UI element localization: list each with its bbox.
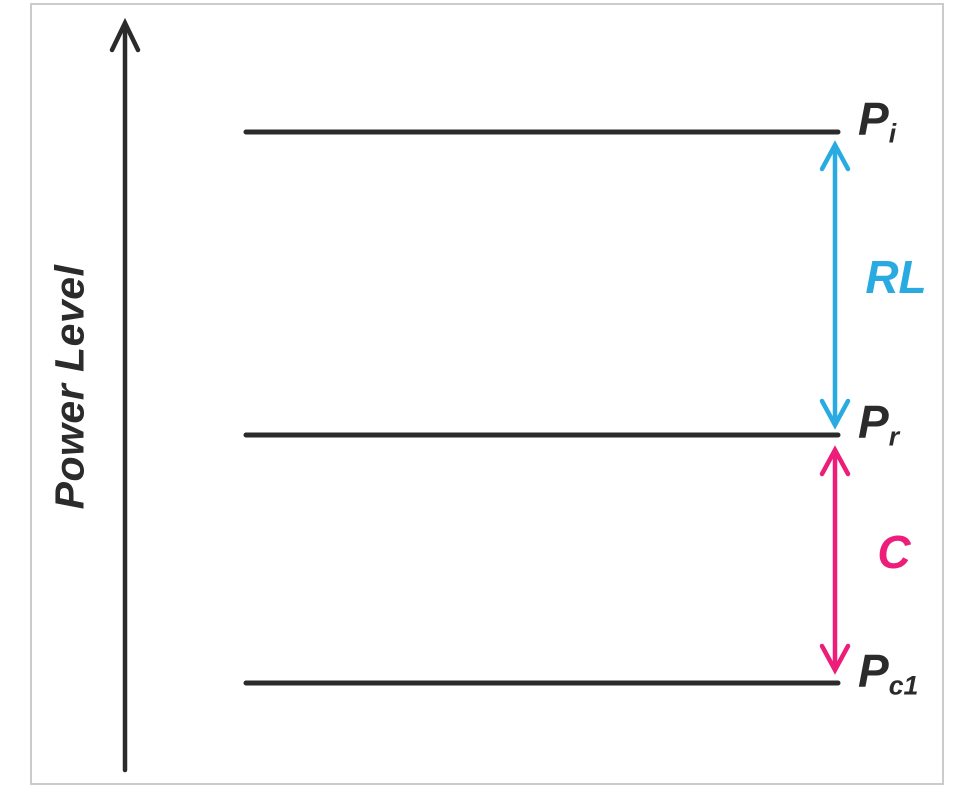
label-incident-power: Pi bbox=[858, 96, 896, 147]
label-coupling: C bbox=[877, 526, 911, 578]
label-incident-power-subscript: i bbox=[888, 118, 897, 149]
label-coupled-power-subscript: c1 bbox=[888, 670, 919, 701]
label-reflected-power-subscript: r bbox=[888, 421, 900, 452]
label-incident-power-symbol: P bbox=[858, 93, 889, 145]
label-coupled-power-symbol: P bbox=[858, 645, 889, 697]
label-return-loss: RL bbox=[865, 251, 927, 303]
label-reflected-power: Pr bbox=[858, 399, 899, 450]
c-arrow-up-head-icon bbox=[819, 445, 851, 477]
power-axis-arrowhead-icon bbox=[109, 17, 141, 53]
c-arrow-down-head-icon bbox=[819, 643, 851, 675]
label-reflected-power-symbol: P bbox=[858, 396, 889, 448]
label-coupled-power: Pc1 bbox=[858, 648, 918, 699]
rl-arrow-down-head-icon bbox=[819, 398, 851, 430]
y-axis-label: Power Level bbox=[46, 264, 93, 510]
rl-arrow-up-head-icon bbox=[819, 140, 851, 172]
